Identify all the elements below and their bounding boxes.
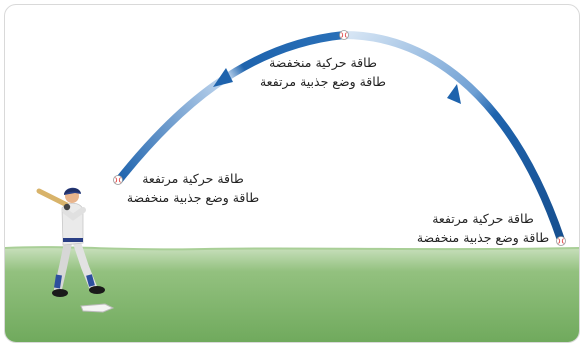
label-start-kinetic: طاقة حركية مرتفعة (142, 171, 244, 186)
label-start-potential: طاقة وضع جذبية منخفضة (126, 190, 260, 205)
label-start: طاقة حركية مرتفعة طاقة وضع جذبية منخفضة (113, 169, 273, 207)
home-plate (80, 303, 115, 313)
label-end-potential: طاقة وضع جذبية منخفضة (416, 230, 550, 245)
baseball-top-icon (339, 30, 349, 40)
label-top: طاقة حركية منخفضة طاقة وضع جذبية مرتفعة (243, 53, 403, 91)
energy-diagram: طاقة حركية مرتفعة طاقة وضع جذبية منخفضة … (4, 4, 580, 343)
diagram-canvas (5, 30, 579, 342)
grass-field (5, 247, 579, 342)
arrow-up-icon (213, 68, 233, 87)
baseball-end-icon (556, 236, 566, 246)
label-end-kinetic: طاقة حركية مرتفعة (432, 211, 534, 226)
trajectory-arc-falling (343, 31, 565, 242)
baseball-icon (113, 175, 123, 185)
batter-figure (36, 187, 105, 297)
label-top-potential: طاقة وضع جذبية مرتفعة (259, 74, 387, 89)
grass-edge (5, 246, 579, 251)
label-top-kinetic: طاقة حركية منخفضة (269, 55, 377, 70)
label-end: طاقة حركية مرتفعة طاقة وضع جذبية منخفضة (403, 209, 563, 247)
arrow-down-icon (447, 84, 461, 104)
